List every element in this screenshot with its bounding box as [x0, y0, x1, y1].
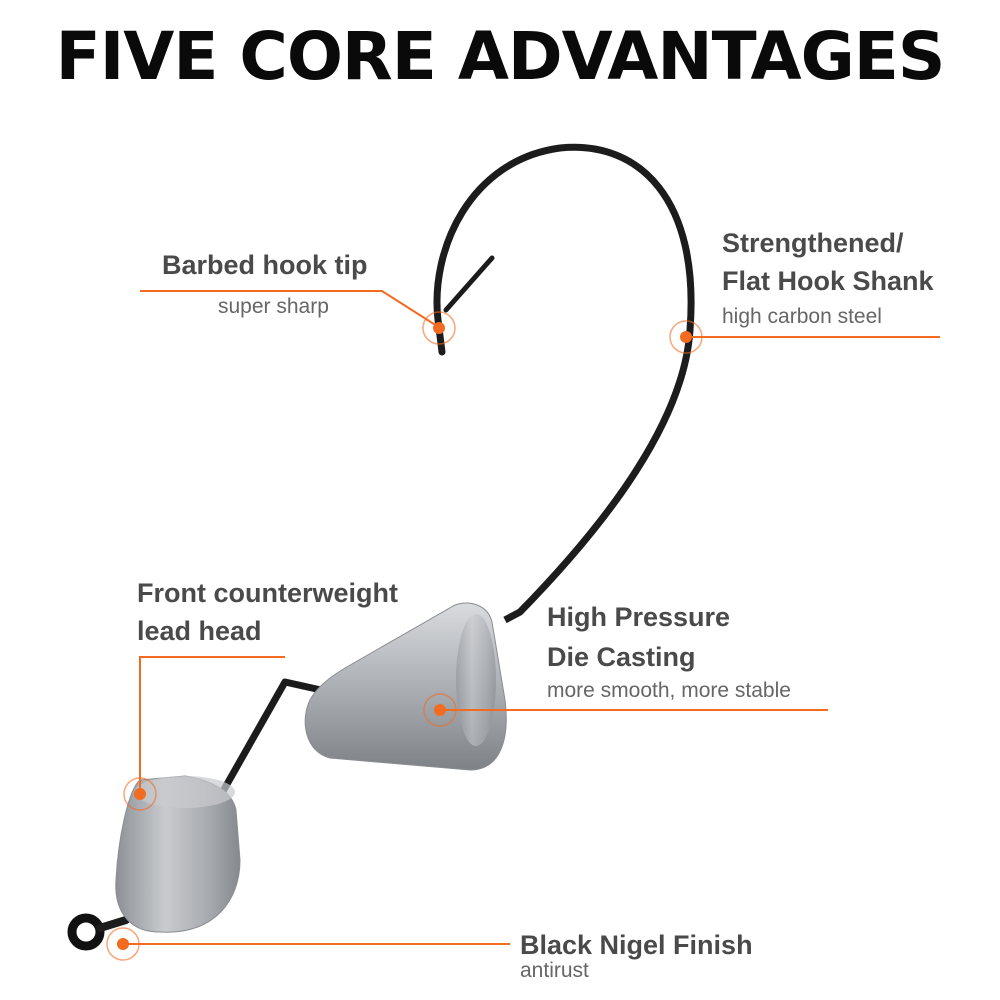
- callout-counterweight-heading-1: Front counterweight: [137, 578, 398, 608]
- callout-lines: [123, 290, 940, 945]
- callout-shank-heading-2: Flat Hook Shank: [722, 266, 934, 296]
- callout-barbed-detail: super sharp: [218, 295, 329, 318]
- page-title: FIVE CORE ADVANTAGES: [55, 18, 946, 95]
- callout-counterweight-heading-2: lead head: [137, 616, 262, 646]
- callout-casting-detail: more smooth, more stable: [547, 679, 791, 702]
- callout-shank-detail: high carbon steel: [722, 305, 882, 328]
- callout-finish-heading: Black Nigel Finish: [520, 930, 753, 960]
- line-eye-icon: [67, 913, 105, 951]
- hook-wire: [67, 143, 695, 951]
- lead-head-front: [115, 775, 241, 933]
- callout-shank-heading-1: Strengthened/: [722, 228, 904, 258]
- callout-casting-heading-2: Die Casting: [547, 642, 696, 672]
- callout-finish-detail: antirust: [520, 959, 589, 982]
- lead-body-rear: [304, 602, 507, 771]
- orange-target-dot-icon: [106, 927, 140, 961]
- barb-icon: [443, 255, 495, 313]
- orange-target-dot-icon: [423, 693, 457, 727]
- orange-target-dot-icon: [422, 311, 456, 345]
- orange-target-dot-icon: [669, 320, 703, 354]
- callout-casting-heading-1: High Pressure: [547, 602, 731, 632]
- callout-barbed-heading: Barbed hook tip: [162, 250, 368, 280]
- orange-target-dot-icon: [123, 777, 157, 811]
